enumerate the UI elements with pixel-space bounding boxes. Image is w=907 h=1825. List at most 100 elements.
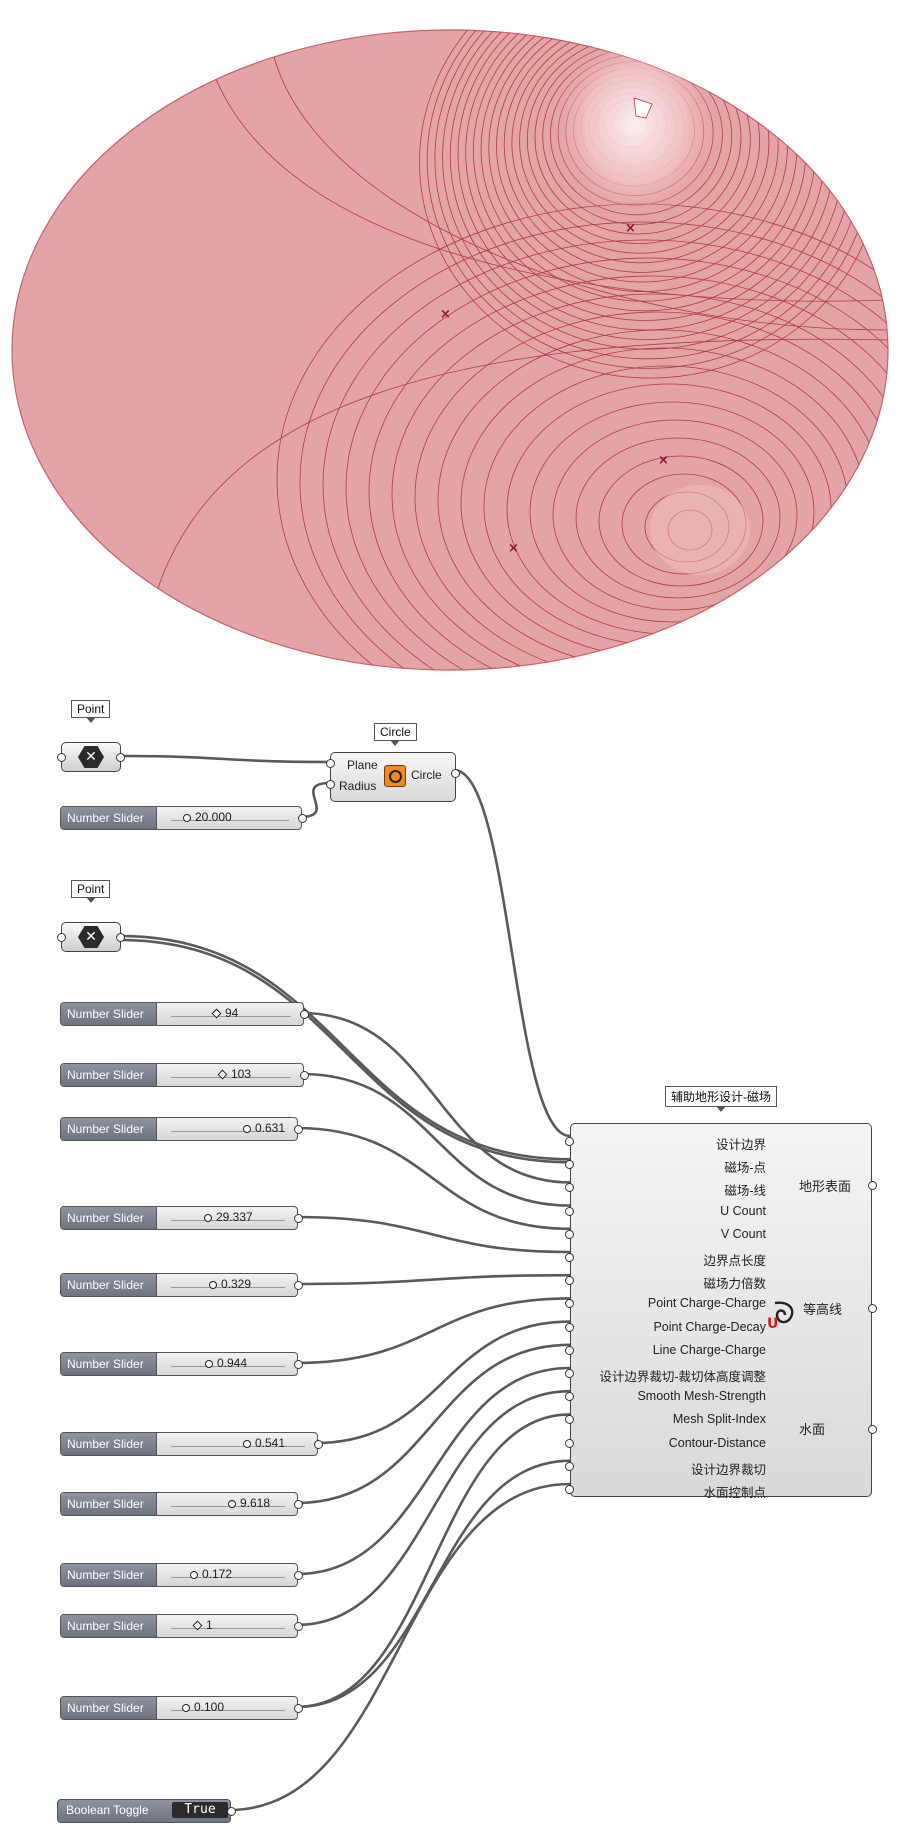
slider-output-port[interactable] (300, 1071, 309, 1080)
slider-track[interactable] (171, 1077, 291, 1078)
cluster-input-port[interactable] (565, 1229, 574, 1239)
slider-label: Number Slider (61, 1207, 157, 1229)
slider-output-port[interactable] (294, 1360, 303, 1369)
cluster-input-port[interactable] (565, 1485, 574, 1494)
slider-value: 0.631 (255, 1121, 286, 1135)
slider-value: 9.618 (240, 1496, 271, 1510)
wire (295, 1413, 571, 1709)
cluster-input-label: Smooth Mesh-Strength (637, 1389, 766, 1404)
charge-markers: × × × × (440, 221, 669, 556)
slider-output-port[interactable] (294, 1704, 303, 1713)
cluster-input-port[interactable] (565, 1253, 574, 1262)
cluster-input-port[interactable] (565, 1322, 574, 1332)
point-param-1[interactable]: ✕ (57, 742, 125, 772)
boolean-toggle[interactable]: Boolean Toggle True (57, 1799, 236, 1823)
slider-knob[interactable] (243, 1440, 251, 1448)
slider-output-port[interactable] (314, 1440, 323, 1449)
slider-track[interactable] (171, 1131, 285, 1132)
rhino-viewport[interactable]: × × × × (0, 0, 907, 690)
slider-output-port[interactable] (294, 1500, 303, 1509)
slider-knob[interactable] (209, 1281, 217, 1289)
toggle-value[interactable]: True (172, 1802, 228, 1818)
cluster-input-port[interactable] (565, 1299, 574, 1309)
output-port-terrain[interactable] (868, 1181, 877, 1190)
slider-output-port[interactable] (294, 1571, 303, 1580)
cluster-input-port[interactable] (565, 1461, 574, 1471)
slider-label: Number Slider (61, 1493, 157, 1515)
cluster-input-port[interactable] (565, 1206, 574, 1216)
wire (295, 1343, 571, 1505)
terrain-surface (11, 29, 889, 671)
slider-track[interactable] (171, 1577, 285, 1578)
cluster-input-port[interactable] (565, 1160, 574, 1170)
slider-knob[interactable] (243, 1125, 251, 1133)
slider-track[interactable] (171, 1287, 285, 1288)
slider-knob[interactable] (183, 814, 191, 822)
cluster-input-label: 设计边界裁切-裁切体高度调整 (599, 1370, 766, 1384)
wire (301, 1011, 571, 1184)
slider-track[interactable] (171, 1710, 285, 1711)
input-port[interactable] (57, 753, 66, 762)
output-port-contour[interactable] (868, 1304, 877, 1313)
circle-tag: Circle (374, 723, 417, 746)
cluster-input-port[interactable] (565, 1276, 574, 1286)
output-port[interactable] (116, 753, 125, 762)
slider-value: 0.100 (194, 1700, 225, 1714)
slider-track[interactable] (171, 1366, 285, 1367)
radius-input-port[interactable] (326, 780, 335, 789)
slider-track[interactable] (171, 1628, 285, 1629)
cluster-input-port[interactable] (565, 1415, 574, 1425)
wire (295, 1389, 571, 1627)
point-param-2[interactable]: ✕ (57, 922, 125, 952)
number-slider[interactable]: Number Slider 9.618 (60, 1492, 303, 1516)
slider-output-port[interactable] (294, 1622, 303, 1631)
svg-text:×: × (625, 221, 636, 236)
cluster-input-port[interactable] (565, 1137, 574, 1146)
cluster-input-port[interactable] (565, 1345, 574, 1355)
cluster-input-port[interactable] (565, 1183, 574, 1193)
slider-knob[interactable] (205, 1360, 213, 1368)
slider-label: Number Slider (61, 1615, 157, 1637)
cluster-input-label: U Count (720, 1203, 766, 1218)
slider-track[interactable] (171, 1220, 285, 1221)
circle-output-port[interactable] (451, 769, 460, 778)
slider-knob[interactable] (182, 1704, 190, 1712)
output-port[interactable] (116, 933, 125, 942)
toggle-output-port[interactable] (227, 1807, 236, 1816)
plane-input-port[interactable] (326, 759, 335, 768)
circle-icon (384, 765, 406, 787)
output-port-water[interactable] (868, 1425, 877, 1434)
slider-output-port[interactable] (294, 1214, 303, 1223)
svg-text:×: × (440, 307, 451, 322)
slider-knob[interactable] (204, 1214, 212, 1222)
slider-knob[interactable] (190, 1571, 198, 1579)
circle-component[interactable]: Plane Radius Circle (326, 752, 460, 802)
slider-output-port[interactable] (294, 1281, 303, 1290)
cluster-input-port[interactable] (565, 1369, 574, 1378)
slider-knob[interactable] (228, 1500, 236, 1508)
slider-value: 29.337 (216, 1210, 253, 1224)
slider-track[interactable] (171, 820, 289, 821)
number-slider[interactable]: Number Slider 29.337 (60, 1206, 303, 1230)
slider-track[interactable] (171, 1016, 291, 1017)
slider-output-port[interactable] (294, 1125, 303, 1134)
cluster-input-port[interactable] (565, 1438, 574, 1448)
slider-output-port[interactable] (298, 814, 307, 823)
cluster-input-port[interactable] (565, 1392, 574, 1402)
wire (295, 1297, 571, 1365)
contour-line (368, 275, 888, 670)
slider-track[interactable] (171, 1446, 305, 1447)
slider-output-port[interactable] (300, 1010, 309, 1019)
input-port[interactable] (57, 933, 66, 942)
